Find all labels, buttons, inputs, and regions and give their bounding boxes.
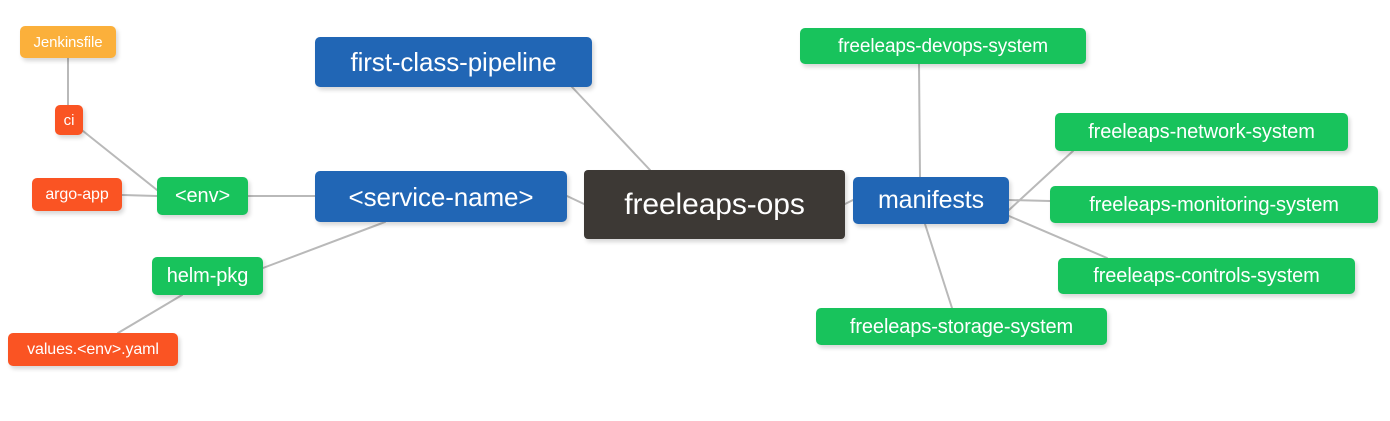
node-label-env: <env> bbox=[174, 185, 231, 207]
node-label-first-class-pipeline: first-class-pipeline bbox=[350, 47, 557, 77]
node-argo-app[interactable]: argo-app bbox=[32, 178, 122, 211]
edge-service-name-to-helm-pkg bbox=[262, 221, 386, 269]
node-label-values-env-yaml: values.<env>.yaml bbox=[27, 340, 159, 358]
edge-manifests-to-freeleaps-monitoring-system bbox=[1008, 199, 1051, 202]
node-values-env-yaml[interactable]: values.<env>.yaml bbox=[8, 333, 178, 366]
node-service-name[interactable]: <service-name> bbox=[315, 171, 567, 222]
edge-freeleaps-ops-to-manifests bbox=[844, 199, 854, 205]
edge-helm-pkg-to-values-env-yaml bbox=[117, 294, 183, 334]
node-label-freeleaps-storage-system: freeleaps-storage-system bbox=[849, 315, 1074, 338]
node-freeleaps-monitoring-system[interactable]: freeleaps-monitoring-system bbox=[1050, 186, 1378, 223]
node-label-freeleaps-devops-system: freeleaps-devops-system bbox=[838, 35, 1048, 57]
node-freeleaps-controls-system[interactable]: freeleaps-controls-system bbox=[1058, 258, 1355, 294]
node-env[interactable]: <env> bbox=[157, 177, 248, 215]
node-label-service-name: <service-name> bbox=[348, 181, 534, 212]
node-freeleaps-devops-system[interactable]: freeleaps-devops-system bbox=[800, 28, 1086, 64]
node-ci[interactable]: ci bbox=[55, 105, 83, 135]
node-label-freeleaps-network-system: freeleaps-network-system bbox=[1088, 121, 1315, 143]
edge-manifests-to-freeleaps-devops-system bbox=[918, 63, 921, 178]
node-label-ci: ci bbox=[63, 111, 75, 129]
node-label-manifests: manifests bbox=[877, 186, 985, 214]
node-label-jenkinsfile: Jenkinsfile bbox=[33, 33, 103, 51]
edge-freeleaps-ops-to-first-class-pipeline bbox=[571, 86, 651, 171]
node-label-helm-pkg: helm-pkg bbox=[166, 265, 249, 287]
node-freeleaps-storage-system[interactable]: freeleaps-storage-system bbox=[816, 308, 1107, 345]
edge-freeleaps-ops-to-service-name bbox=[566, 195, 585, 205]
edge-manifests-to-freeleaps-storage-system bbox=[924, 223, 953, 309]
node-label-freeleaps-controls-system: freeleaps-controls-system bbox=[1093, 265, 1320, 287]
node-label-freeleaps-ops: freeleaps-ops bbox=[624, 187, 805, 221]
edge-env-to-argo-app bbox=[121, 194, 158, 197]
node-first-class-pipeline[interactable]: first-class-pipeline bbox=[315, 37, 592, 87]
node-jenkinsfile[interactable]: Jenkinsfile bbox=[20, 26, 116, 58]
node-label-freeleaps-monitoring-system: freeleaps-monitoring-system bbox=[1089, 193, 1339, 216]
node-manifests[interactable]: manifests bbox=[853, 177, 1009, 224]
node-freeleaps-ops[interactable]: freeleaps-ops bbox=[584, 170, 845, 239]
node-helm-pkg[interactable]: helm-pkg bbox=[152, 257, 263, 295]
node-freeleaps-network-system[interactable]: freeleaps-network-system bbox=[1055, 113, 1348, 151]
node-label-argo-app: argo-app bbox=[45, 185, 109, 203]
